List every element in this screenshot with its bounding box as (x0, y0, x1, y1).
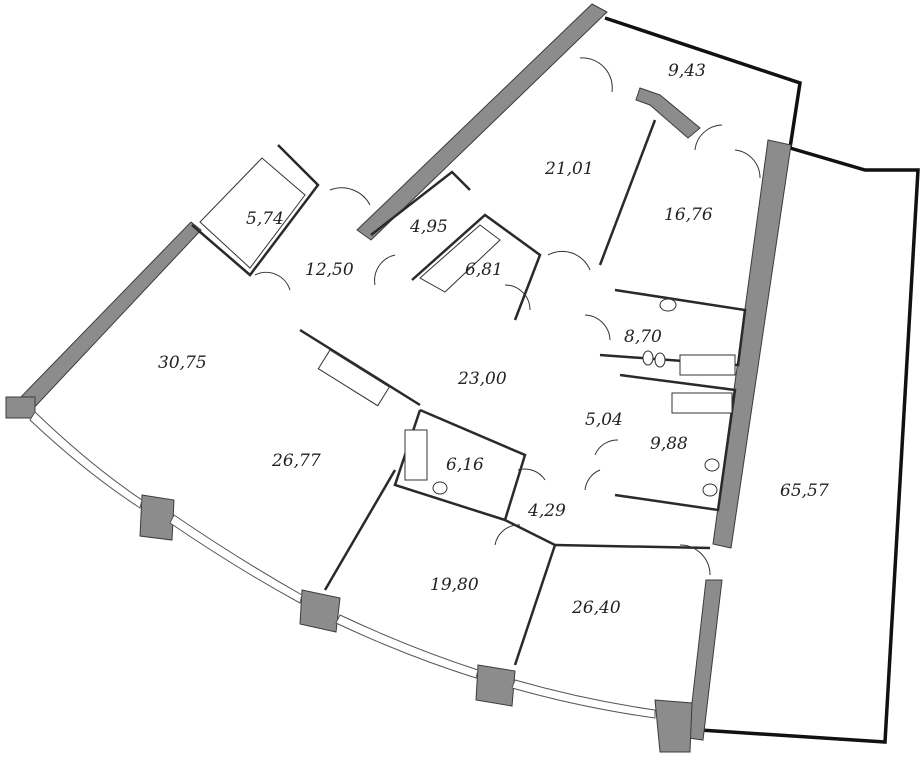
label-living-left: 30,75 (158, 353, 207, 373)
door-terrace-right (679, 544, 711, 576)
door-vestibule (494, 524, 521, 546)
sink-top-icon (659, 298, 677, 312)
partition-kitchen-left (299, 328, 421, 407)
label-room-top-right: 16,76 (664, 205, 713, 225)
wall-top-diagonal (356, 3, 608, 241)
wall-left-diagonal (15, 221, 202, 413)
door-storage-center (504, 284, 531, 311)
door-bath-center (517, 468, 546, 481)
hatch-storage-center (419, 224, 501, 293)
toilet-top-icon (642, 350, 654, 366)
partition-storage-left (191, 144, 320, 277)
sink-center-icon (432, 481, 448, 495)
window-2 (169, 514, 303, 604)
label-bedroom-bottom-right: 26,40 (571, 598, 621, 618)
door-room-top-center (547, 250, 591, 271)
label-bath-top: 8,70 (624, 327, 662, 347)
door-room-right (694, 124, 723, 151)
partition-room-top-center (598, 119, 657, 266)
bathtub-center-icon (404, 429, 428, 481)
terrace-top-outline (604, 16, 802, 149)
door-closet (374, 254, 396, 286)
wall-right-lower (687, 579, 723, 741)
sink-right-2-icon (702, 483, 718, 497)
bathtub-right-icon (671, 392, 733, 414)
partition-bedroom-right (554, 543, 711, 550)
label-hall-center: 23,00 (457, 369, 507, 389)
wall-top-stub (635, 87, 701, 139)
fixtures (317, 298, 736, 497)
door-hall-top (329, 187, 371, 206)
wall-corner-left (5, 396, 36, 419)
label-closet-small: 4,95 (409, 217, 448, 237)
pillar-3 (475, 664, 516, 707)
door-room-right-2 (734, 149, 761, 179)
door-terrace-top (579, 57, 613, 93)
partition-kitchen-bedroom (323, 469, 397, 591)
partition-bath-top (599, 288, 747, 367)
label-storage-center: 6,81 (465, 260, 503, 280)
facade-windows (29, 411, 656, 719)
hatch-storage-left (199, 157, 306, 269)
window-1 (29, 411, 143, 509)
pillar-4 (654, 699, 693, 753)
door-swings (254, 57, 761, 576)
door-bedroom-right (584, 469, 601, 491)
label-bedroom-bottom-center: 19,80 (430, 575, 479, 595)
partition-bedroom-center (504, 518, 557, 666)
sink-right-1-icon (704, 458, 720, 472)
exterior-walls (5, 3, 792, 753)
bathtub-top-icon (679, 354, 736, 376)
area-labels: 9,43 21,01 16,76 5,74 12,50 4,95 6,81 8,… (158, 61, 829, 618)
partition-closet (370, 170, 471, 236)
label-hall-top: 12,50 (305, 260, 354, 280)
terrace-right-outline (699, 146, 920, 744)
pillar-1 (139, 494, 175, 541)
partition-bath-right (614, 373, 737, 512)
label-storage-left: 5,74 (246, 209, 284, 229)
kitchen-counter-icon (317, 349, 391, 407)
door-corridor (594, 439, 619, 456)
interior-partitions (191, 119, 747, 666)
hatched-storage (199, 157, 501, 293)
label-terrace-right: 65,57 (780, 481, 829, 501)
label-terrace-top: 9,43 (668, 61, 706, 81)
label-vestibule: 4,29 (527, 501, 566, 521)
door-storage-left (254, 271, 291, 291)
partition-storage-center (411, 213, 542, 321)
label-room-top-center: 21,01 (544, 159, 594, 179)
label-corridor-small: 5,04 (585, 410, 623, 430)
pillar-2 (299, 589, 341, 633)
window-3 (335, 614, 479, 679)
door-bath-top (584, 314, 611, 341)
label-bath-center: 6,16 (446, 455, 484, 475)
bidet-top-icon (654, 352, 666, 368)
label-bath-right: 9,88 (650, 434, 688, 454)
label-kitchen: 26,77 (271, 451, 321, 471)
window-4 (511, 679, 656, 719)
